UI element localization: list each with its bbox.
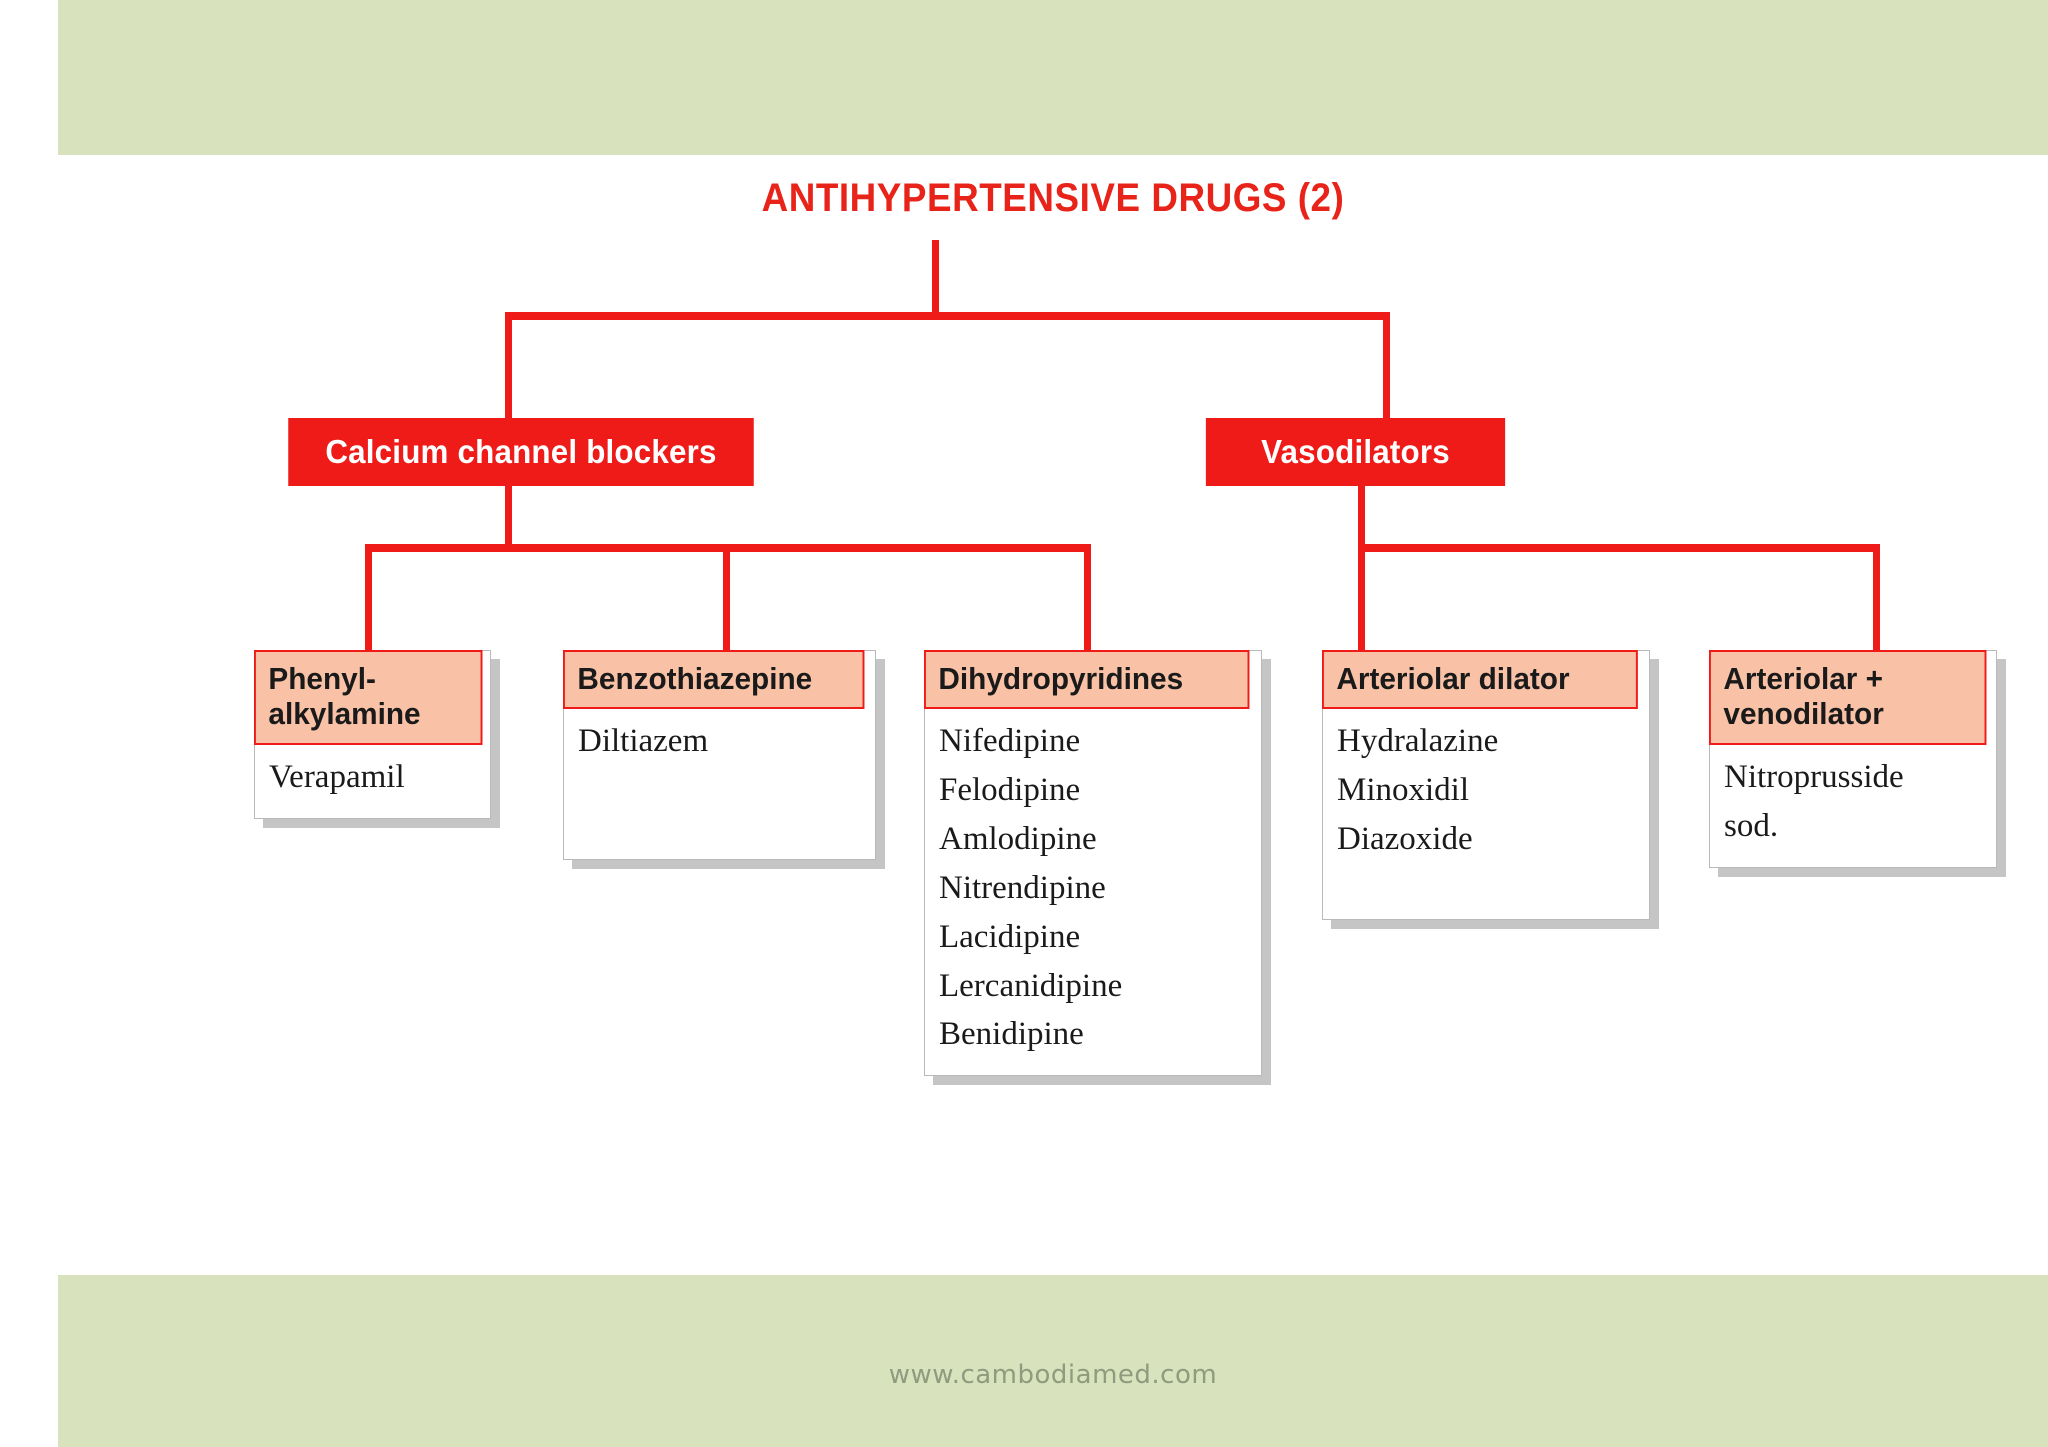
connector-ccb-to-phenylalkylamine (365, 544, 372, 654)
connector-vaso-to-arteriolar-dilator (1358, 544, 1365, 654)
card-drug-list: Nitroprusside sod. (1710, 745, 1996, 867)
connector-root-vertical (932, 240, 939, 316)
list-item: Nitroprusside (1724, 759, 1904, 796)
card-header-line: Dihydropyridines (937, 660, 1183, 696)
list-item: Felodipine (939, 772, 1081, 809)
connector-root-to-ccb (505, 312, 512, 422)
card-header-line: Arteriolar dilator (1335, 660, 1570, 696)
list-item: Nitrendipine (939, 869, 1106, 906)
card-benzothiazepine[interactable]: Benzothiazepine Diltiazem (562, 649, 876, 861)
list-item: sod. (1724, 808, 1779, 845)
list-item: Diltiazem (578, 723, 709, 760)
branch-label: Vasodilators (1261, 433, 1450, 470)
card-arteriolar-dilator[interactable]: Arteriolar dilator Hydralazine Minoxidil… (1321, 649, 1650, 921)
connector-ccb-to-dihydropyridines (1084, 544, 1091, 654)
list-item: Amlodipine (939, 821, 1097, 858)
connector-vaso-vertical (1358, 486, 1365, 548)
list-item: Verapamil (269, 759, 405, 796)
watermark-url: www.cambodiamed.com (888, 1360, 1218, 1390)
card-header-line: Arteriolar + (1722, 660, 1883, 696)
connector-root-to-vaso (1383, 312, 1390, 422)
card-header-line: Phenyl- (267, 660, 376, 696)
connector-root-bus (505, 312, 1390, 320)
card-phenylalkylamine[interactable]: Phenyl- alkylamine Verapamil (253, 649, 491, 820)
card-header-line: alkylamine (267, 696, 421, 732)
card-header-line: Benzothiazepine (576, 660, 812, 696)
branch-vasodilators[interactable]: Vasodilators (1205, 418, 1506, 486)
card-header: Arteriolar + venodilator (1708, 649, 1986, 746)
list-item: Nifedipine (939, 723, 1081, 760)
connector-ccb-to-benzothiazepine (723, 544, 730, 654)
connector-vaso-bus (1358, 544, 1880, 552)
list-item: Lercanidipine (939, 967, 1123, 1004)
slide-canvas: ANTIHYPERTENSIVE DRUGS (2) www.cambodiam… (58, 0, 2048, 1447)
card-header-line: venodilator (1722, 696, 1884, 732)
card-drug-list: Verapamil (255, 745, 490, 818)
card-drug-list: Diltiazem (564, 709, 875, 859)
branch-label: Calcium channel blockers (325, 433, 717, 470)
list-item: Hydralazine (1337, 723, 1499, 760)
card-drug-list: Hydralazine Minoxidil Diazoxide (1323, 709, 1649, 919)
connector-ccb-vertical (505, 486, 512, 548)
card-drug-list: Nifedipine Felodipine Amlodipine Nitrend… (925, 709, 1261, 1075)
list-item: Lacidipine (939, 918, 1081, 955)
list-item: Benidipine (939, 1016, 1084, 1053)
branch-calcium-channel-blockers[interactable]: Calcium channel blockers (288, 418, 754, 486)
card-dihydropyridines[interactable]: Dihydropyridines Nifedipine Felodipine A… (923, 649, 1262, 1077)
list-item: Diazoxide (1337, 821, 1473, 858)
card-header: Arteriolar dilator (1321, 649, 1638, 710)
card-arteriolar-venodilator[interactable]: Arteriolar + venodilator Nitroprusside s… (1708, 649, 1997, 869)
card-header: Benzothiazepine (562, 649, 864, 710)
list-item: Minoxidil (1337, 772, 1470, 809)
card-header: Phenyl- alkylamine (253, 649, 482, 746)
page-title: ANTIHYPERTENSIVE DRUGS (2) (761, 176, 1345, 220)
connector-vaso-to-arteriolar-venodilator (1873, 544, 1880, 654)
slide-footer-band (58, 1275, 2048, 1447)
card-header: Dihydropyridines (923, 649, 1249, 710)
